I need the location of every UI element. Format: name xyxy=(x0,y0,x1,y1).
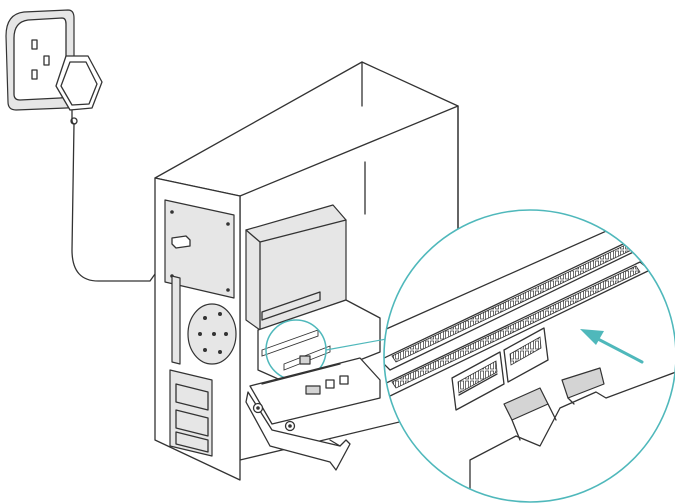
pcie-x1-slot xyxy=(451,351,505,411)
pcie-slot-secondary xyxy=(503,327,549,383)
slot-highlight-large xyxy=(383,209,675,503)
arrow-icon xyxy=(580,329,644,364)
pcie-card xyxy=(245,357,381,471)
power-adapter-icon xyxy=(55,55,103,125)
front-top-bay xyxy=(164,199,235,299)
case-fan-vent xyxy=(187,303,237,365)
case-power-socket xyxy=(171,235,191,249)
zoom-connector xyxy=(325,337,393,351)
power-cable xyxy=(71,123,179,282)
wall-socket-icon xyxy=(5,9,75,111)
slot-zoom-view xyxy=(384,210,675,502)
